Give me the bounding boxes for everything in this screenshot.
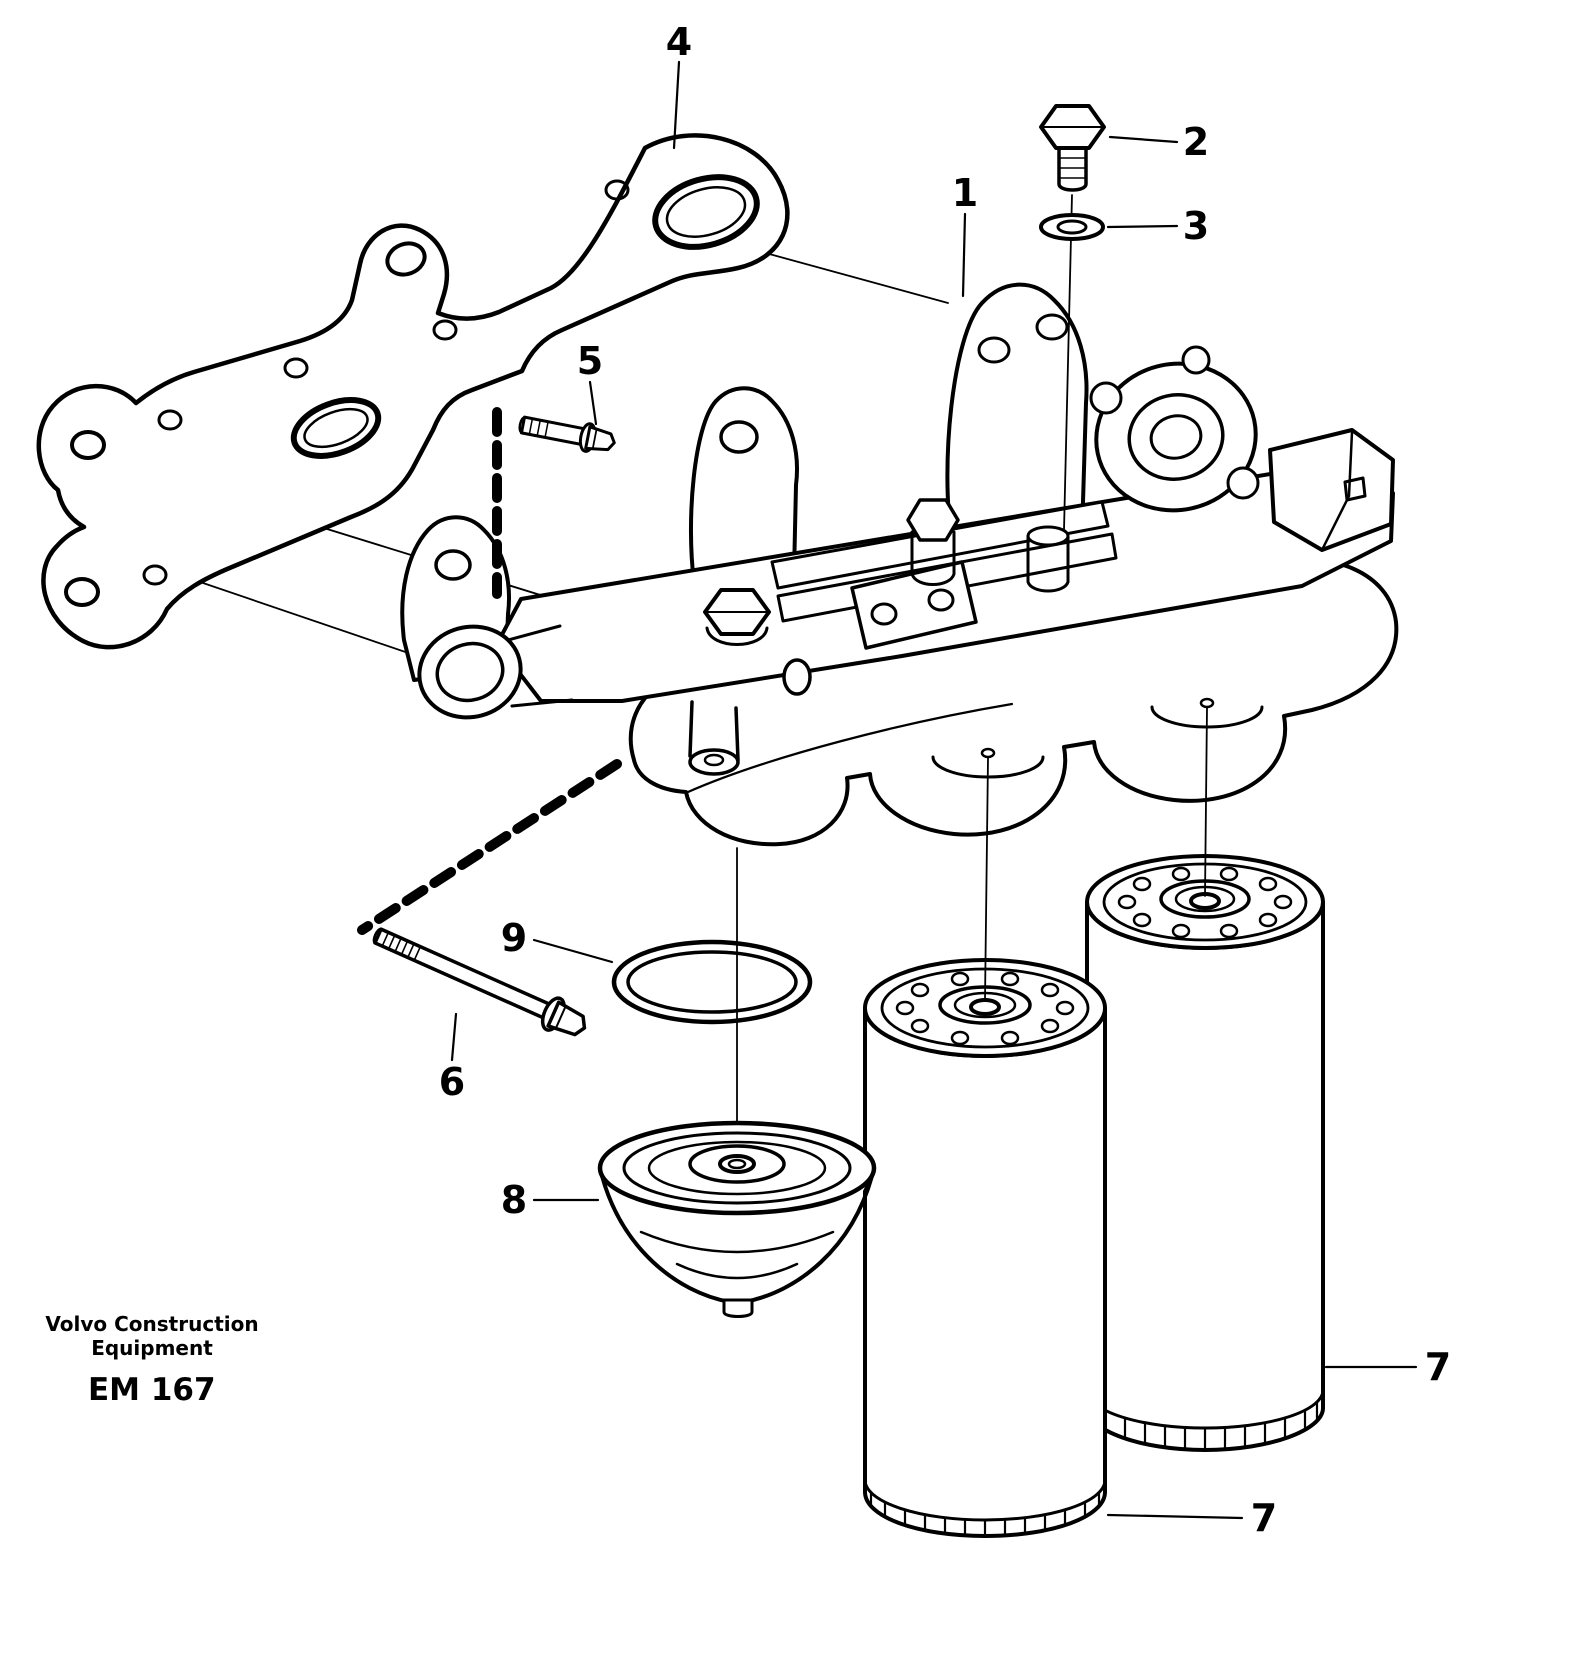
hex-screw-part-2 — [1039, 104, 1106, 192]
callout-8: 8 — [500, 1178, 528, 1222]
callout-6: 6 — [438, 1060, 466, 1104]
oil-filter-part-7-front — [863, 958, 1107, 1538]
oil-filter-housing-part-1 — [400, 282, 1399, 847]
housing-center-ear — [689, 386, 799, 584]
housing-right-ear — [945, 282, 1089, 542]
callout-2: 2 — [1182, 120, 1210, 164]
hidden-bolt-axis-dashes — [357, 407, 622, 935]
brand-line-2: Equipment — [91, 1336, 213, 1360]
leader-lines — [450, 60, 1418, 1520]
brand-text: Volvo Construction Equipment — [40, 1312, 264, 1360]
drawing-code: EM 167 — [88, 1372, 216, 1408]
bypass-valve-part-8 — [597, 1120, 877, 1318]
flange-screw-part-5 — [518, 415, 616, 453]
callout-1: 1 — [951, 171, 979, 215]
gasket-part-4 — [36, 133, 790, 650]
filter-axis-lines — [984, 707, 1208, 1001]
washer-part-3 — [1039, 213, 1105, 241]
housing-round-flange — [1094, 361, 1258, 513]
housing-right-bracket — [1268, 428, 1395, 552]
oil-filter-part-7-rear — [1085, 854, 1325, 1452]
callout-4: 4 — [665, 20, 693, 64]
brand-line-1: Volvo Construction — [45, 1312, 259, 1336]
o-ring-part-9 — [611, 939, 813, 1025]
callout-7-bottom: 7 — [1250, 1496, 1278, 1540]
callout-7-right: 7 — [1424, 1345, 1452, 1389]
flange-screw-part-6 — [372, 927, 587, 1037]
callout-9: 9 — [500, 916, 528, 960]
callout-5: 5 — [576, 339, 604, 383]
screw-axis-line — [1063, 194, 1073, 531]
housing-base-plate — [628, 556, 1399, 847]
callout-3: 3 — [1182, 204, 1210, 248]
